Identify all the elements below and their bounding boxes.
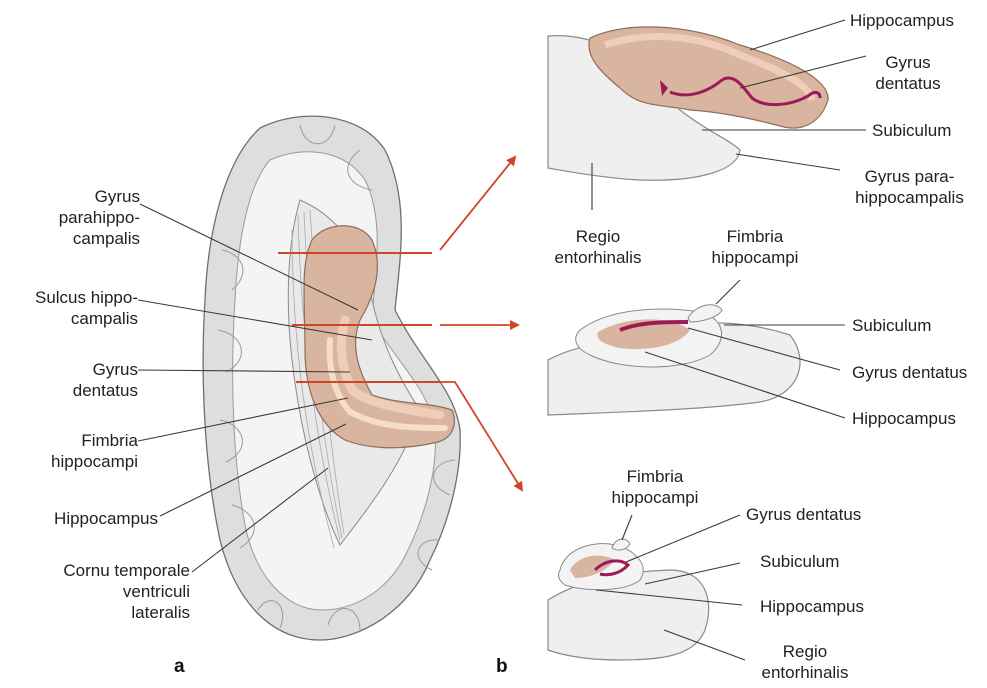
label-line: campalis — [8, 308, 138, 329]
leader-s1-gyrus-parahippocampalis — [736, 154, 840, 170]
label-line: Subiculum — [760, 551, 839, 572]
label-line: Gyrus dentatus — [746, 504, 861, 525]
label-s2-gyrus-dentatus: Gyrus dentatus — [852, 362, 967, 383]
label-a-gyrus-dentatus: Gyrus dentatus — [20, 359, 138, 401]
label-line: hippocampi — [20, 451, 138, 472]
panel-letter-b: b — [496, 656, 508, 678]
label-s2-subiculum: Subiculum — [852, 315, 931, 336]
section-3-fimbria — [612, 539, 630, 550]
label-line: lateralis — [10, 602, 190, 623]
brain-illustration — [203, 116, 460, 640]
section-2-illustration — [548, 305, 800, 415]
label-line: Gyrus para- — [842, 166, 977, 187]
label-line: ventriculi — [10, 581, 190, 602]
label-line: hippocampi — [600, 487, 710, 508]
label-line: entorhinalis — [750, 662, 860, 683]
leader-s3-fimbria-hippocampi — [622, 515, 632, 540]
label-line: Subiculum — [872, 120, 951, 141]
label-line: Sulcus hippo- — [8, 287, 138, 308]
label-line: parahippo- — [20, 207, 140, 228]
section-1-illustration — [548, 27, 828, 180]
label-a-hippocampus: Hippocampus — [20, 508, 158, 529]
label-line: Hippocampus — [20, 508, 158, 529]
leader-s3-gyrus-dentatus — [626, 515, 740, 562]
label-line: Gyrus — [20, 186, 140, 207]
label-s3-hippocampus: Hippocampus — [760, 596, 864, 617]
label-s2-hippocampus: Hippocampus — [852, 408, 956, 429]
label-s3-fimbria-hippocampi: Fimbria hippocampi — [600, 466, 710, 508]
label-line: entorhinalis — [548, 247, 648, 268]
leader-s2-fimbria-hippocampi — [716, 280, 740, 304]
label-s2-fimbria-hippocampi: Fimbria hippocampi — [700, 226, 810, 268]
label-line: Fimbria — [600, 466, 710, 487]
label-line: dentatus — [20, 380, 138, 401]
label-line: Regio — [548, 226, 648, 247]
label-line: Subiculum — [852, 315, 931, 336]
label-line: campalis — [20, 228, 140, 249]
label-line: hippocampalis — [842, 187, 977, 208]
label-a-cornu-temporale: Cornu temporale ventriculi lateralis — [10, 560, 190, 623]
panel-letter-a: a — [174, 656, 185, 678]
label-s1-gyrus-dentatus: Gyrus dentatus — [868, 52, 948, 94]
section-arrow-1 — [440, 157, 515, 250]
label-line: Hippocampus — [852, 408, 956, 429]
label-line: Fimbria — [20, 430, 138, 451]
label-line: Fimbria — [700, 226, 810, 247]
label-line: hippocampi — [700, 247, 810, 268]
label-line: Regio — [750, 641, 860, 662]
label-line: Gyrus — [868, 52, 948, 73]
label-line: Gyrus dentatus — [852, 362, 967, 383]
label-s1-gyrus-parahippocampalis: Gyrus para- hippocampalis — [842, 166, 977, 208]
leader-s1-hippocampus — [750, 20, 845, 50]
label-a-fimbria-hippocampi: Fimbria hippocampi — [20, 430, 138, 472]
section-2-fimbria — [688, 305, 722, 322]
label-line: Hippocampus — [850, 10, 954, 31]
label-s1-regio-entorhinalis: Regio entorhinalis — [548, 226, 648, 268]
label-line: dentatus — [868, 73, 948, 94]
label-s3-gyrus-dentatus: Gyrus dentatus — [746, 504, 861, 525]
label-a-sulcus-hippocampalis: Sulcus hippo- campalis — [8, 287, 138, 329]
label-s3-regio-entorhinalis: Regio entorhinalis — [750, 641, 860, 683]
label-s1-subiculum: Subiculum — [872, 120, 951, 141]
label-line: Gyrus — [20, 359, 138, 380]
label-line: Cornu temporale — [10, 560, 190, 581]
label-s1-hippocampus: Hippocampus — [850, 10, 954, 31]
label-line: Hippocampus — [760, 596, 864, 617]
label-s3-subiculum: Subiculum — [760, 551, 839, 572]
label-a-gyrus-parahippocampalis: Gyrus parahippo- campalis — [20, 186, 140, 249]
